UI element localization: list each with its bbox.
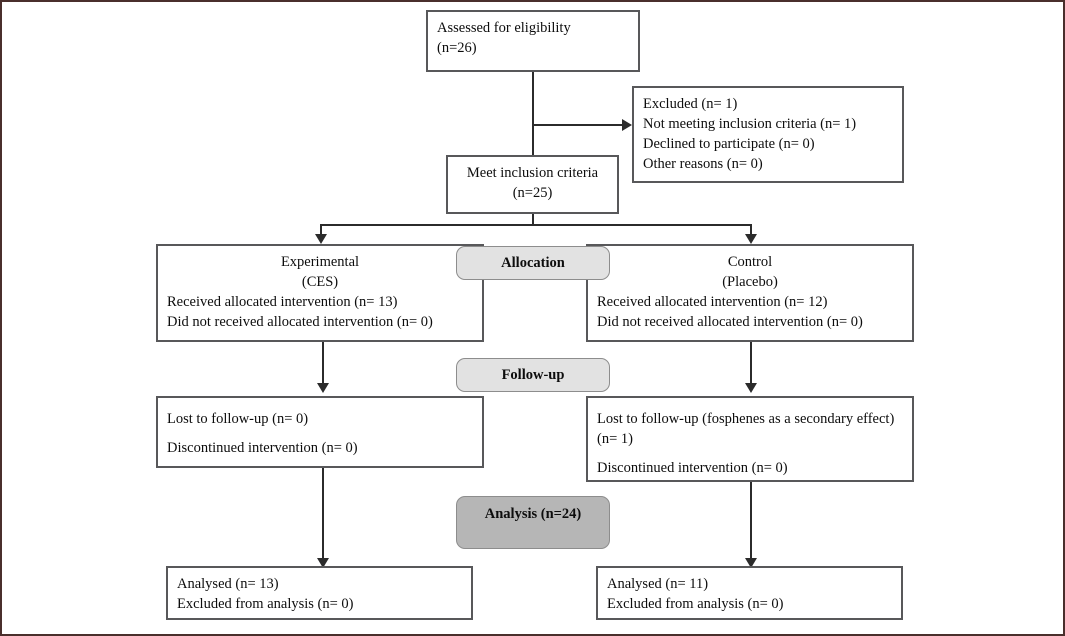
stage-label-analysis: Analysis (n=24) <box>456 496 610 549</box>
connector-exp-allocation-to-followup-arrowhead <box>317 383 329 393</box>
box-allocation-experimental: Experimental (CES) Received allocated in… <box>156 244 484 342</box>
excluded-line-4: Other reasons (n= 0) <box>643 156 763 172</box>
assessed-line-1: Assessed for eligibility <box>437 20 571 36</box>
connector-split-right-arrowhead <box>745 234 757 244</box>
connector-ctrl-allocation-to-followup <box>750 342 752 386</box>
connector-exp-allocation-to-followup <box>322 342 324 386</box>
analysis-control-line-2: Excluded from analysis (n= 0) <box>607 596 784 612</box>
box-followup-experimental: Lost to follow-up (n= 0) Discontinued in… <box>156 396 484 468</box>
box-excluded: Excluded (n= 1) Not meeting inclusion cr… <box>632 86 904 183</box>
connector-exp-followup-to-analysis-arrowhead <box>317 558 329 568</box>
connector-ctrl-followup-to-analysis <box>750 482 752 563</box>
followup-experimental-spacer <box>167 429 473 438</box>
connector-ctrl-followup-to-analysis-arrowhead <box>745 558 757 568</box>
allocation-control-line-3: Received allocated intervention (n= 12) <box>597 294 828 310</box>
followup-control-spacer <box>597 449 903 458</box>
connector-ctrl-allocation-to-followup-arrowhead <box>745 383 757 393</box>
followup-control-line-1: Lost to follow-up (fosphenes as a second… <box>597 411 895 447</box>
stage-label-follow-up: Follow-up <box>456 358 610 392</box>
box-followup-control: Lost to follow-up (fosphenes as a second… <box>586 396 914 482</box>
allocation-experimental-line-1: Experimental <box>280 254 360 270</box>
allocation-experimental-line-3: Received allocated intervention (n= 13) <box>167 294 398 310</box>
box-meet-inclusion-criteria: Meet inclusion criteria (n=25) <box>446 155 619 214</box>
inclusion-line-1: Meet inclusion criteria <box>466 165 599 181</box>
followup-control-line-2: Discontinued intervention (n= 0) <box>597 460 788 476</box>
allocation-experimental-line-2: (CES) <box>301 274 339 290</box>
inclusion-line-2: (n=25) <box>512 185 553 201</box>
allocation-experimental-line-4: Did not received allocated intervention … <box>167 314 433 330</box>
excluded-line-3: Declined to participate (n= 0) <box>643 136 815 152</box>
analysis-experimental-line-2: Excluded from analysis (n= 0) <box>177 596 354 612</box>
allocation-control-line-4: Did not received allocated intervention … <box>597 314 863 330</box>
box-allocation-control: Control (Placebo) Received allocated int… <box>586 244 914 342</box>
analysis-control-line-1: Analysed (n= 11) <box>607 576 709 592</box>
connector-excluded-arrowhead <box>622 119 632 131</box>
connector-enrollment-stem <box>532 72 534 155</box>
excluded-line-1: Excluded (n= 1) <box>643 96 738 112</box>
connector-split-left-drop <box>320 224 322 238</box>
box-analysis-experimental: Analysed (n= 13) Excluded from analysis … <box>166 566 473 620</box>
followup-experimental-line-2: Discontinued intervention (n= 0) <box>167 440 358 456</box>
stage-label-allocation: Allocation <box>456 246 610 280</box>
stage-label-follow-up-text: Follow-up <box>501 366 565 383</box>
connector-excluded-branch <box>532 124 624 126</box>
followup-experimental-line-1: Lost to follow-up (n= 0) <box>167 411 309 427</box>
connector-split-left-arrowhead <box>315 234 327 244</box>
excluded-line-2: Not meeting inclusion criteria (n= 1) <box>643 116 857 132</box>
connector-split-bar <box>320 224 750 226</box>
assessed-line-2: (n=26) <box>437 40 477 56</box>
box-assessed-for-eligibility: Assessed for eligibility (n=26) <box>426 10 640 72</box>
analysis-experimental-line-1: Analysed (n= 13) <box>177 576 279 592</box>
connector-split-right-drop <box>750 224 752 238</box>
box-analysis-control: Analysed (n= 11) Excluded from analysis … <box>596 566 903 620</box>
allocation-control-line-1: Control <box>727 254 773 270</box>
stage-label-allocation-text: Allocation <box>501 254 565 271</box>
connector-split-stem <box>532 214 534 226</box>
stage-label-analysis-text: Analysis (n=24) <box>484 506 582 522</box>
allocation-control-line-2: (Placebo) <box>722 274 778 290</box>
connector-exp-followup-to-analysis <box>322 468 324 563</box>
